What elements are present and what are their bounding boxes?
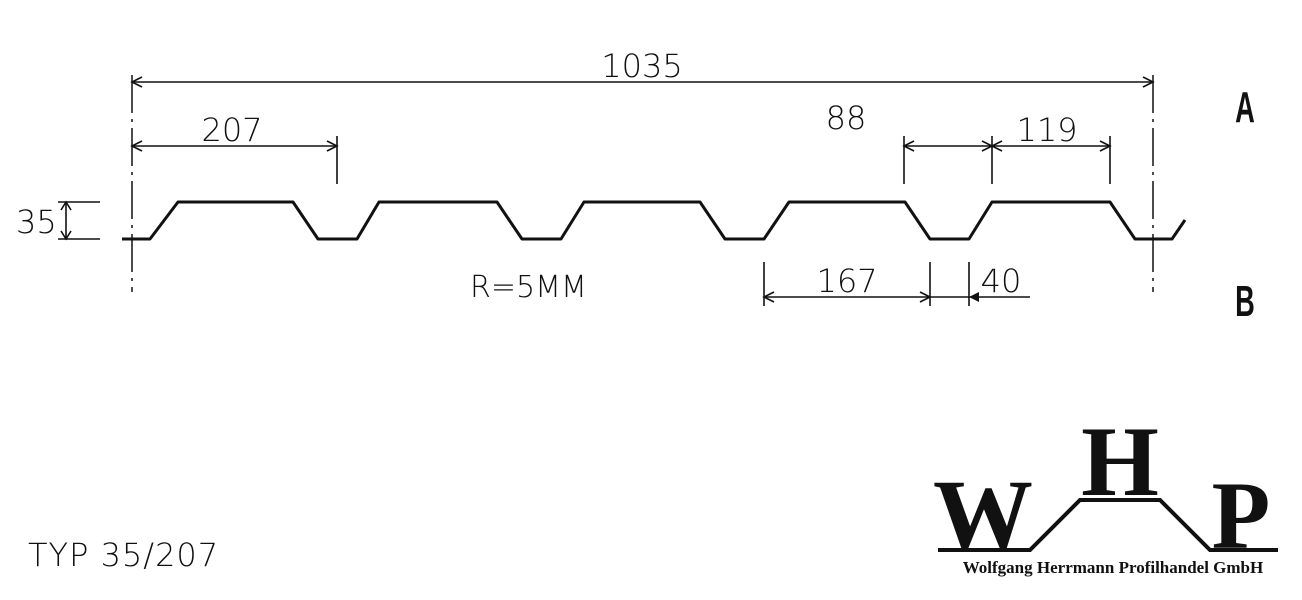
dimension-bottom-flange-label: 40 [981,262,1022,300]
dimension-height: 35 [16,200,100,241]
company-logo: W H P Wolfgang Herrmann Profilhandel Gmb… [933,406,1278,577]
logo-letter-w: W [933,459,1033,570]
dimension-pitch: 207 [130,111,339,184]
side-label-a: A [1235,82,1255,131]
dimension-height-label: 35 [16,203,57,241]
dimension-pitch-label: 207 [201,111,262,149]
logo-letter-p: P [1212,462,1271,569]
dimension-rib-spacing-label: 119 [1016,111,1077,149]
dimension-rib-spacing: 119 [902,111,1112,184]
logo-company-name: Wolfgang Herrmann Profilhandel GmbH [963,558,1264,577]
dimension-valley-span-label: 167 [816,262,877,300]
radius-note: R=5MM [470,270,587,305]
dimension-overall-width-label: 1035 [601,47,682,85]
dimension-top-flange-label: 88 [826,99,867,137]
dimension-overall-width: 1035 [130,47,1155,88]
arrowhead-marker [969,292,979,302]
trapezoidal-profile [122,200,1187,241]
type-label: TYP 35/207 [28,536,219,574]
logo-profile-line [938,498,1278,552]
side-label-b: B [1235,276,1255,325]
dimension-valley-span: 167 40 [762,262,1030,306]
